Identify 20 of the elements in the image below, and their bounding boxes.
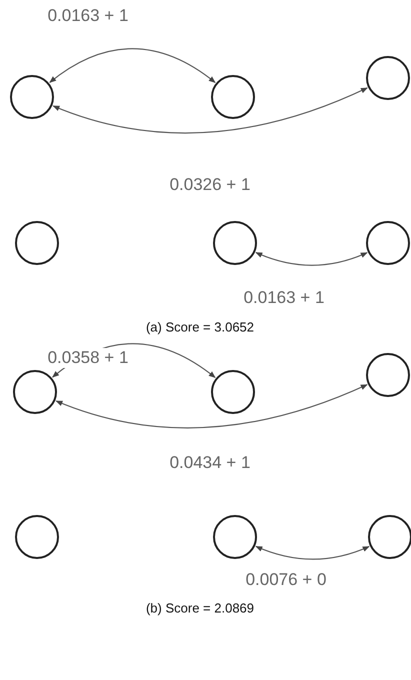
- double-arrow: [52, 87, 368, 134]
- circle-node: [366, 353, 410, 397]
- edge-label: 0.0358 + 1: [46, 348, 130, 368]
- circle-node: [366, 221, 410, 265]
- double-arrow: [56, 384, 368, 428]
- caption: (a) Score = 3.0652: [146, 320, 254, 334]
- circle-node: [15, 515, 59, 559]
- circle-node: [10, 75, 54, 119]
- circle-node: [213, 221, 257, 265]
- circle-node: [213, 515, 257, 559]
- circle-node: [366, 56, 410, 100]
- circle-node: [211, 75, 255, 119]
- circle-node: [368, 515, 411, 559]
- circle-node: [15, 221, 59, 265]
- circle-node: [13, 370, 57, 414]
- double-arrow: [255, 546, 370, 560]
- double-arrow: [255, 252, 368, 266]
- double-arrow: [49, 48, 216, 83]
- circle-node: [211, 370, 255, 414]
- caption: (b) Score = 2.0869: [146, 600, 254, 616]
